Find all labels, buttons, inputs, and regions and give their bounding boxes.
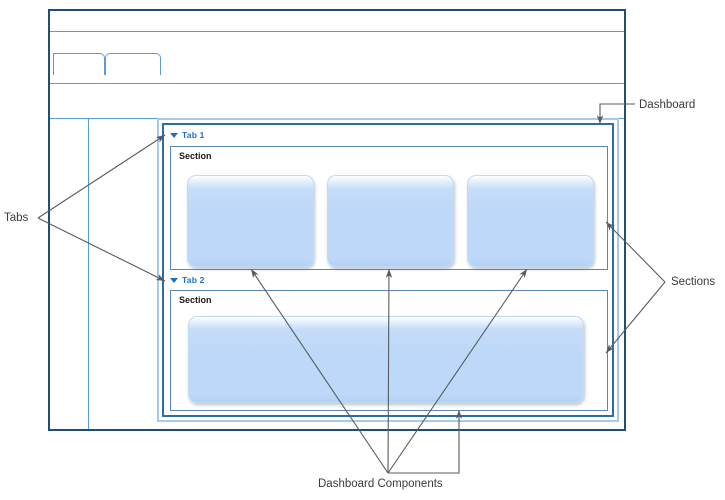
browser-tabstrip	[50, 53, 624, 84]
browser-tab-2[interactable]	[105, 53, 161, 75]
triangle-down-icon	[170, 277, 178, 283]
dashboard-tab-group-2[interactable]: Tab 2	[168, 273, 608, 287]
window-menubar	[50, 32, 624, 53]
annotation-label-dashboard: Dashboard	[639, 99, 696, 111]
dashboard-component-3[interactable]	[467, 175, 594, 267]
window-toolbar	[50, 84, 624, 119]
tab-2-label: Tab 2	[182, 275, 205, 285]
annotation-label-sections: Sections	[671, 276, 716, 288]
section-1-label: Section	[179, 151, 212, 161]
tab-2-header[interactable]: Tab 2	[168, 273, 608, 287]
tab-1-header[interactable]: Tab 1	[168, 128, 608, 142]
annotation-label-tabs: Tabs	[4, 212, 29, 224]
dashboard-component-4[interactable]	[188, 316, 584, 403]
dashboard-tab-group-1[interactable]: Tab 1	[168, 128, 608, 142]
browser-tab-1[interactable]	[53, 53, 105, 75]
sidebar-divider	[88, 119, 89, 429]
tab-1-label: Tab 1	[182, 130, 205, 140]
dashboard-component-1[interactable]	[187, 175, 314, 267]
dashboard-component-2[interactable]	[327, 175, 454, 267]
window-titlebar	[50, 11, 624, 32]
section-2-label: Section	[179, 295, 212, 305]
triangle-down-icon	[170, 132, 178, 138]
annotation-label-components: Dashboard Components	[318, 478, 443, 490]
